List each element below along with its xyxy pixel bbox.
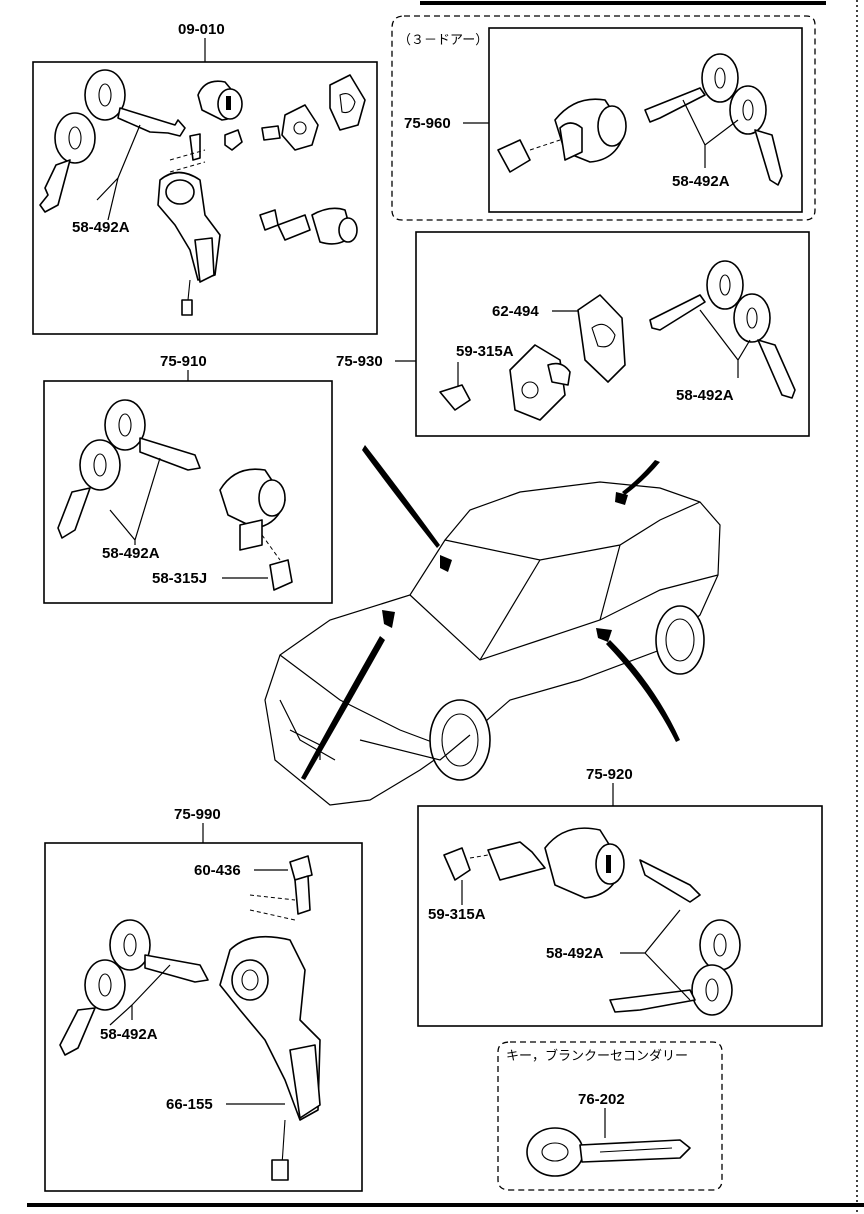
- lock-plate-icon: [261, 104, 319, 151]
- key-pair-icon: [609, 859, 741, 1016]
- door-lock-cylinder-icon: [443, 827, 625, 899]
- part-59-315A-a: 59-315A: [456, 343, 514, 360]
- bolt-icon: [289, 855, 313, 915]
- dashed-box-blank-key: [497, 1041, 723, 1191]
- pointer-line: [362, 445, 440, 548]
- lock-cylinder-icon: [219, 468, 293, 591]
- pointer-line: [301, 636, 385, 780]
- part-58-315J: 58-315J: [152, 570, 207, 587]
- lock-location-mark: [615, 492, 628, 505]
- key-pair-icon: [57, 399, 201, 539]
- box-75-960: [488, 27, 803, 213]
- pointer-line: [622, 460, 660, 495]
- assembly-75-920: 75-920 59-315A 58-492A: [417, 766, 823, 1027]
- part-58-492A-e: 58-492A: [546, 945, 604, 962]
- box-75-910: [43, 380, 333, 604]
- assembly-75-990: 75-990 60-436 58-492A 66-1: [44, 806, 363, 1192]
- part-59-315A-b: 59-315A: [428, 906, 486, 923]
- dashed-box-3-door: [391, 15, 816, 221]
- pointer-line: [606, 640, 680, 742]
- box-75-920: [417, 805, 823, 1027]
- assembly-75-910: 75-910 58-492A 58-315J: [43, 353, 333, 604]
- lock-location-mark: [440, 555, 452, 572]
- part-58-492A-c: 58-492A: [676, 387, 734, 404]
- gasket-icon: [329, 74, 366, 131]
- trunk-cylinder-icon: [259, 207, 358, 245]
- part-60-436: 60-436: [194, 862, 241, 879]
- part-58-492A-a: 58-492A: [72, 219, 130, 236]
- code-75-930: 75-930: [336, 353, 383, 370]
- code-76-202: 76-202: [578, 1091, 625, 1108]
- lock-cylinder-icon: [497, 98, 627, 173]
- steering-lock-icon: [157, 149, 221, 316]
- assembly-76-202: キー，ブランクーセコンダリー 76-202: [497, 1041, 723, 1191]
- code-75-990: 75-990: [174, 806, 221, 823]
- car-illustration: [264, 445, 721, 806]
- code-09-010: 09-010: [178, 21, 225, 38]
- code-75-910: 75-910: [160, 353, 207, 370]
- note-3-door: （３－ドアー）: [398, 33, 488, 48]
- key-pair-icon: [644, 53, 783, 186]
- lock-location-mark: [382, 610, 395, 628]
- code-75-920: 75-920: [586, 766, 633, 783]
- lock-cylinder-icon: [197, 80, 243, 121]
- key-pair-icon: [59, 919, 209, 1056]
- clip-icon: [224, 129, 243, 151]
- assembly-75-930: 75-930 62-494 59-315A 58-492A: [336, 231, 810, 437]
- key-pair-icon: [649, 260, 796, 399]
- part-66-155: 66-155: [166, 1096, 213, 1113]
- part-62-494: 62-494: [492, 303, 539, 320]
- blank-key-icon: [526, 1127, 691, 1177]
- box-75-930: [415, 231, 810, 437]
- part-58-492A-d: 58-492A: [102, 545, 160, 562]
- code-75-960: 75-960: [404, 115, 451, 132]
- steering-lock-icon: [219, 894, 321, 1181]
- box-09-010: [32, 61, 378, 335]
- assembly-09-010: 09-010 58-492A: [32, 21, 378, 335]
- note-blank-key: キー，ブランクーセコンダリー: [506, 1048, 688, 1064]
- lock-location-mark: [596, 628, 612, 642]
- box-75-990: [44, 842, 363, 1192]
- lock-plate-icon: [439, 344, 571, 421]
- gasket-icon: [577, 294, 626, 383]
- part-58-492A-b: 58-492A: [672, 173, 730, 190]
- assembly-75-960: （３－ドアー） 75-960 58-492A: [391, 15, 816, 221]
- part-58-492A-f: 58-492A: [100, 1026, 158, 1043]
- bolt-icon: [189, 133, 201, 161]
- key-pair-icon: [39, 69, 186, 213]
